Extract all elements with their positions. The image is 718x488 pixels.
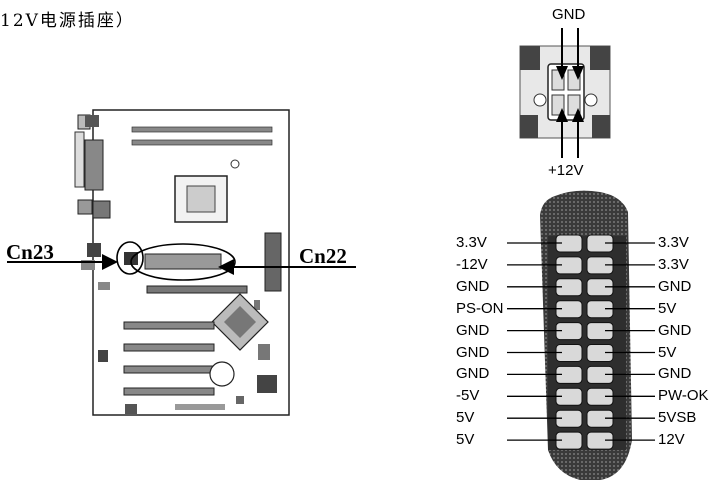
pin-label-right: 5V: [658, 299, 677, 317]
pin-label-right: PW-OK: [658, 387, 709, 405]
cn22-label: Cn22: [299, 244, 347, 268]
pin-label-left: 5V: [456, 431, 475, 449]
motherboard-illustration: [74, 109, 290, 416]
cn23-label: Cn23: [6, 240, 54, 264]
pin-label-right: GND: [658, 365, 692, 383]
connector-4pin-bottom-label: +12V: [548, 162, 584, 179]
pin-label-left: GND: [456, 321, 490, 339]
pin-label-left: 3.3V: [456, 234, 487, 251]
connector-4pin-illustration: [519, 45, 611, 139]
pin-label-right: 3.3V: [658, 255, 689, 273]
pin-label-right: 5V: [658, 343, 677, 361]
connector-4pin-top-label: GND: [552, 6, 586, 23]
pin-label-left: 5V: [456, 409, 475, 427]
pin-label-right: 3.3V: [658, 234, 689, 251]
pin-label-left: GND: [456, 343, 490, 361]
pin-label-right: 5VSB: [658, 409, 697, 427]
heading-text: 12V电源插座）: [0, 11, 135, 31]
connector-4pin-arrows: [561, 28, 579, 158]
cn23-arrow: [7, 254, 118, 270]
cn22-arrow: [218, 259, 356, 275]
pin-label-right: GND: [658, 321, 692, 339]
connector-20pin-illustration: [540, 190, 632, 480]
pin-label-left: -5V: [456, 387, 480, 405]
pin-label-right: GND: [658, 277, 692, 295]
pin-label-left: -12V: [456, 255, 488, 273]
pin-label-left: PS-ON: [456, 299, 504, 317]
pin-label-right: 12V: [658, 431, 685, 449]
pin-label-left: GND: [456, 365, 490, 383]
pin-label-left: GND: [456, 277, 490, 295]
